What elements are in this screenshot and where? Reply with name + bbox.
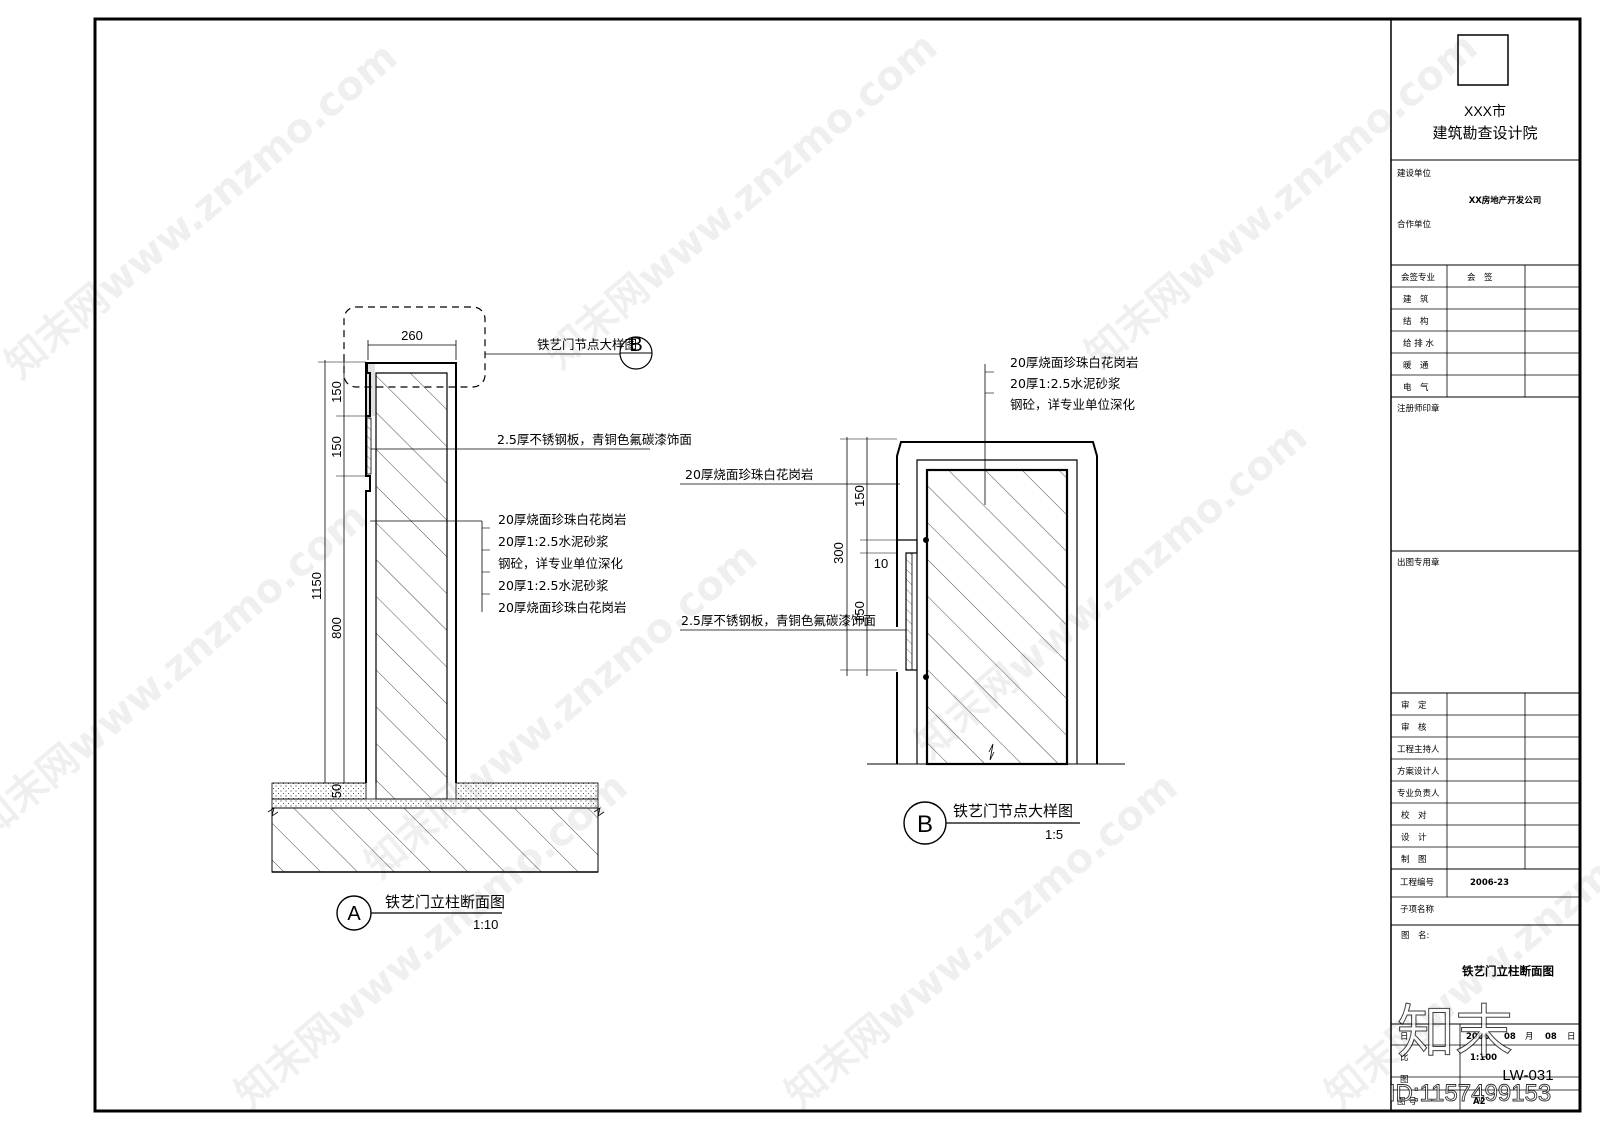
dim-b-150-a: 150 xyxy=(852,485,867,507)
note-b-steel: 2.5厚不锈钢板，青铜色氟碳漆饰面 xyxy=(681,613,876,628)
issue-seal-label: 出图专用章 xyxy=(1397,557,1440,568)
note-b-granite-left: 20厚烧面珍珠白花岗岩 xyxy=(685,467,813,482)
date-label: 日 xyxy=(1400,1032,1409,1042)
scale-value: 1:100 xyxy=(1470,1053,1497,1063)
note-mortar-inner: 20厚1:2.5水泥砂浆 xyxy=(498,578,609,593)
role-approve: 审 定 xyxy=(1401,700,1427,711)
dim-50: 50 xyxy=(329,784,344,798)
sub-item-label: 子项名称 xyxy=(1400,904,1435,915)
dim-150-b: 150 xyxy=(329,436,344,458)
client-label: 建设单位 xyxy=(1397,168,1432,179)
institute-city: XXX市 xyxy=(1464,103,1506,119)
role-draft: 制 图 xyxy=(1401,854,1427,865)
detail-a-scale: 1:10 xyxy=(473,917,498,932)
callout-letter: B xyxy=(629,334,642,356)
discipline-architecture: 建 筑 xyxy=(1403,294,1429,305)
role-review: 审 核 xyxy=(1401,722,1427,733)
dim-800: 800 xyxy=(329,617,344,639)
scale-label: 比 xyxy=(1400,1052,1409,1063)
project-no-label: 工程编号 xyxy=(1400,877,1434,888)
watermark-logo: 知末 xyxy=(1397,1000,1513,1065)
note-granite-outer: 20厚烧面珍珠白花岗岩 xyxy=(498,512,626,527)
note-b-granite: 20厚烧面珍珠白花岗岩 xyxy=(1010,355,1138,370)
detail-a-column-section: 260 150 150 1150 800 50 铁艺门节点大样图 B 2.5厚不… xyxy=(267,306,692,932)
role-discipline-lead: 专业负责人 xyxy=(1397,788,1440,799)
sign-column: 会 签 xyxy=(1467,272,1493,283)
role-project-lead: 工程主持人 xyxy=(1397,744,1440,755)
role-design: 设 计 xyxy=(1401,832,1427,843)
watermark-id: ID:1157499153 xyxy=(1389,1080,1551,1107)
detail-a-letter: A xyxy=(347,903,361,925)
drawing-no: LW-031 xyxy=(1502,1067,1553,1084)
client-name: XX房地产开发公司 xyxy=(1469,195,1542,206)
dim-1150: 1150 xyxy=(309,572,324,600)
note-mortar-outer: 20厚1:2.5水泥砂浆 xyxy=(498,534,609,549)
role-check: 校 对 xyxy=(1401,810,1427,821)
note-b-concrete: 钢砼，详专业单位深化 xyxy=(1010,397,1136,412)
discipline-plumbing: 给 排 水 xyxy=(1403,338,1434,349)
note-b-mortar: 20厚1:2.5水泥砂浆 xyxy=(1010,376,1121,391)
sign-header: 会签专业 xyxy=(1401,272,1435,283)
drawing-name: 铁艺门立柱断面图 xyxy=(1462,964,1554,978)
date-year: 2006 xyxy=(1466,1032,1490,1042)
note-steel-plate: 2.5厚不锈钢板，青铜色氟碳漆饰面 xyxy=(497,432,692,447)
institute-name: 建筑勘查设计院 xyxy=(1432,124,1537,142)
svg-text:知末网www.znzmo.com: 知末网www.znzmo.com xyxy=(537,24,946,378)
detail-b-letter: B xyxy=(917,811,933,838)
drawing-no-label: 图 xyxy=(1400,1075,1409,1085)
discipline-electrical: 电 气 xyxy=(1403,382,1429,393)
project-no: 2006-23 xyxy=(1470,878,1509,888)
role-scheme-designer: 方案设计人 xyxy=(1397,766,1440,777)
date-month: 08 xyxy=(1504,1032,1516,1042)
dim-260: 260 xyxy=(401,328,423,343)
watermark-layer: 知末网www.znzmo.com 知末网www.znzmo.com 知末网www… xyxy=(0,24,1600,1118)
detail-a-title: 铁艺门立柱断面图 xyxy=(385,894,505,911)
date-day-unit: 日 xyxy=(1567,1032,1576,1042)
note-concrete: 钢砼，详专业单位深化 xyxy=(498,556,624,571)
dim-150-a: 150 xyxy=(329,381,344,403)
sheet-size: A2 xyxy=(1473,1097,1486,1107)
engineer-seal-label: 注册师印章 xyxy=(1397,403,1440,414)
institute-logo-box xyxy=(1457,34,1509,86)
detail-b-joint-detail: 150 300 10 150 20厚烧面珍珠白花岗岩 20厚1:2.5水泥砂浆 … xyxy=(680,355,1138,845)
discipline-hvac: 暖 通 xyxy=(1403,360,1429,371)
sheet-label: 图 号 xyxy=(1397,1097,1417,1107)
detail-b-title: 铁艺门节点大样图 xyxy=(953,803,1073,820)
note-granite-inner: 20厚烧面珍珠白花岗岩 xyxy=(498,600,626,615)
svg-text:知末网www.znzmo.com: 知末网www.znzmo.com xyxy=(0,34,406,388)
drawing-name-label: 图 名: xyxy=(1401,930,1429,941)
date-month-unit: 月 xyxy=(1525,1032,1534,1042)
partner-label: 合作单位 xyxy=(1397,219,1432,230)
detail-b-scale: 1:5 xyxy=(1045,827,1063,842)
discipline-structure: 结 构 xyxy=(1403,316,1429,327)
callout-label: 铁艺门节点大样图 xyxy=(537,337,637,352)
sheet-border xyxy=(93,17,1582,1113)
title-block: XXX市 建筑勘查设计院 建设单位 XX房地产开发公司 合作单位 会签专业 会 … xyxy=(1390,19,1580,1111)
dim-b-300: 300 xyxy=(831,542,846,564)
date-day: 08 xyxy=(1545,1032,1557,1042)
dim-b-10: 10 xyxy=(874,556,888,571)
dim-b-150-b: 150 xyxy=(852,601,867,623)
